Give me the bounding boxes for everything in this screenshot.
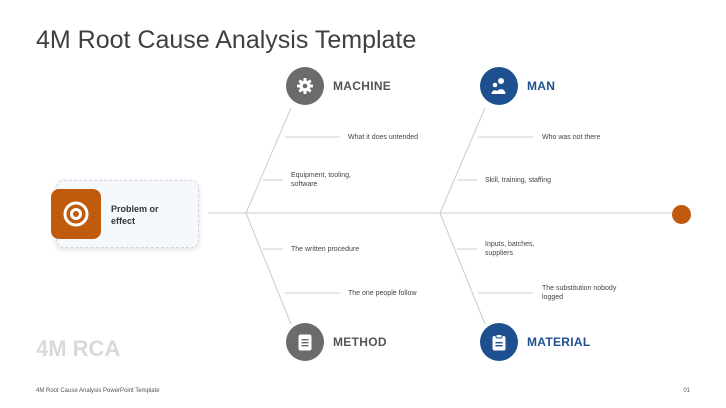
document-icon — [286, 323, 324, 361]
category-method-label: METHOD — [333, 335, 387, 349]
footer-caption: 4M Root Cause Analysis PowerPoint Templa… — [36, 388, 160, 394]
clipboard-icon — [480, 323, 518, 361]
bone-method — [245, 212, 292, 325]
cause-method-1: The written procedure — [291, 246, 360, 253]
cause-material-2: The substitution nobody logged — [542, 285, 617, 301]
category-man-label: MAN — [527, 79, 556, 93]
category-machine-label: MACHINE — [333, 79, 392, 93]
cause-man-1: Who was not there — [542, 134, 601, 141]
gear-icon — [286, 67, 324, 105]
cause-machine-2: Equipment, tooling, software — [291, 172, 351, 188]
people-icon — [480, 67, 518, 105]
effect-dot — [672, 205, 691, 224]
bone-material — [439, 212, 486, 325]
bone-man — [439, 107, 486, 214]
category-material-label: MATERIAL — [527, 335, 591, 349]
cause-method-2: The one people follow — [348, 290, 417, 297]
target-icon — [51, 189, 101, 239]
cause-man-2: Skill, training, staffing — [485, 177, 552, 184]
cause-machine-1: What it does untended — [348, 134, 419, 141]
page-title: 4M Root Cause Analysis Template — [36, 26, 417, 54]
watermark-text: 4M RCA — [36, 336, 121, 361]
cause-material-1: Inputs, batches, suppliers — [485, 241, 535, 257]
page-number: 01 — [683, 388, 690, 394]
bone-machine — [245, 107, 292, 214]
problem-label: Problem or effect — [111, 204, 159, 226]
